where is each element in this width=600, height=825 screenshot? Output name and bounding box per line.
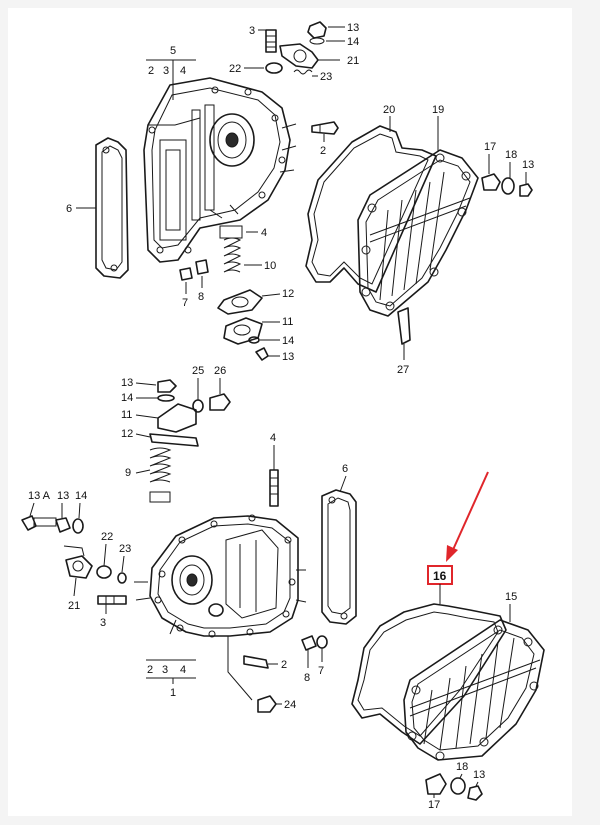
pin-2-top (311, 121, 339, 135)
label-11: 11 (282, 316, 293, 328)
label-16: 16 (433, 569, 447, 583)
nut-24-bottom (257, 695, 277, 713)
label-5: 5 (170, 45, 176, 57)
label-b13c: 13 (473, 769, 485, 781)
spring-9-bottom (149, 447, 172, 503)
diagram-sheet (8, 8, 572, 816)
label-b2a: 2 (281, 659, 287, 671)
label-22: 22 (229, 63, 241, 75)
label-b7: 7 (318, 665, 324, 677)
label-14b: 14 (282, 335, 294, 347)
spring-23-bottom (117, 572, 127, 584)
label-8: 8 (198, 291, 204, 303)
bottom-assembly: 13 25 26 14 11 12 4 6 9 13 A 13 14 22 (21, 365, 545, 811)
nut-13-top (307, 21, 327, 45)
red-arrow (446, 471, 489, 562)
label-b4: 4 (270, 432, 276, 444)
cover-15 (403, 619, 545, 761)
label-b3: 3 (100, 617, 106, 629)
bracket-27-top (397, 307, 411, 345)
hardware-7-8-top (179, 259, 209, 281)
label-b1: 1 (170, 687, 176, 699)
label-b18: 18 (456, 761, 468, 773)
label-21: 21 (347, 55, 359, 67)
label-3: 3 (249, 25, 255, 37)
top-labels: 3 13 14 5 2 3 4 21 22 23 20 19 2 17 18 (66, 22, 534, 376)
housing-bottom (134, 514, 307, 638)
label-b15: 15 (505, 591, 517, 603)
label-b14b: 14 (75, 490, 87, 502)
housing-top (143, 77, 297, 263)
label-6: 6 (66, 203, 72, 215)
pin-2-bottom (243, 655, 269, 669)
label-18: 18 (505, 149, 517, 161)
label-b24: 24 (284, 699, 296, 711)
hardware-17-18-13-bottom (425, 773, 483, 801)
callout-16[interactable]: 16 (427, 565, 453, 604)
spring-23-top (293, 69, 313, 75)
label-b2: 2 (147, 664, 153, 676)
seal-22-top (265, 62, 283, 74)
label-b13a: 13 A (28, 490, 51, 502)
label-12: 12 (282, 288, 294, 300)
label-b9: 9 (125, 467, 131, 479)
label-b21: 21 (68, 600, 80, 612)
label-b12: 12 (121, 428, 133, 440)
label-b26: 26 (214, 365, 226, 377)
label-19: 19 (432, 104, 444, 116)
label-b8: 8 (304, 672, 310, 684)
label-13b: 13 (522, 159, 534, 171)
hardware-17-18-13-top (481, 173, 533, 197)
label-3b: 3 (163, 65, 169, 77)
label-13: 13 (347, 22, 359, 34)
fitting-21-top (279, 43, 340, 69)
label-b13: 13 (121, 377, 133, 389)
label-b14: 14 (121, 392, 133, 404)
stud-4-bottom (269, 469, 279, 507)
stud-3-bottom (97, 595, 127, 605)
label-b13b: 13 (57, 490, 69, 502)
label-b23: 23 (119, 543, 131, 555)
label-4b: 4 (261, 227, 267, 239)
label-b25: 25 (192, 365, 204, 377)
label-14: 14 (347, 36, 359, 48)
label-b4b: 4 (180, 664, 186, 676)
label-13c: 13 (282, 351, 294, 363)
label-b22: 22 (101, 531, 113, 543)
stud-3-top (265, 29, 277, 53)
label-27: 27 (397, 364, 409, 376)
label-b6: 6 (342, 463, 348, 475)
top-assembly: 3 13 14 5 2 3 4 21 22 23 20 19 2 17 18 (66, 21, 534, 376)
label-10: 10 (264, 260, 276, 272)
fitting-21-bottom (63, 545, 93, 579)
label-2: 2 (148, 65, 154, 77)
label-2b: 2 (320, 145, 326, 157)
label-4: 4 (180, 65, 186, 77)
label-23: 23 (320, 71, 332, 83)
bottom-labels: 13 25 26 14 11 12 4 6 9 13 A 13 14 22 (28, 365, 517, 811)
label-7: 7 (182, 297, 188, 309)
label-17: 17 (484, 141, 496, 153)
gasket-6-top (95, 137, 129, 279)
label-b17: 17 (428, 799, 440, 811)
spring-10-top (219, 225, 243, 273)
gasket-16 (351, 603, 507, 745)
bolt-13a-bottom (21, 515, 84, 534)
label-b3b: 3 (162, 664, 168, 676)
cover-19-top (357, 149, 479, 317)
label-b11: 11 (121, 409, 132, 421)
label-20: 20 (383, 104, 395, 116)
flange-11-12-bottom (149, 379, 199, 447)
